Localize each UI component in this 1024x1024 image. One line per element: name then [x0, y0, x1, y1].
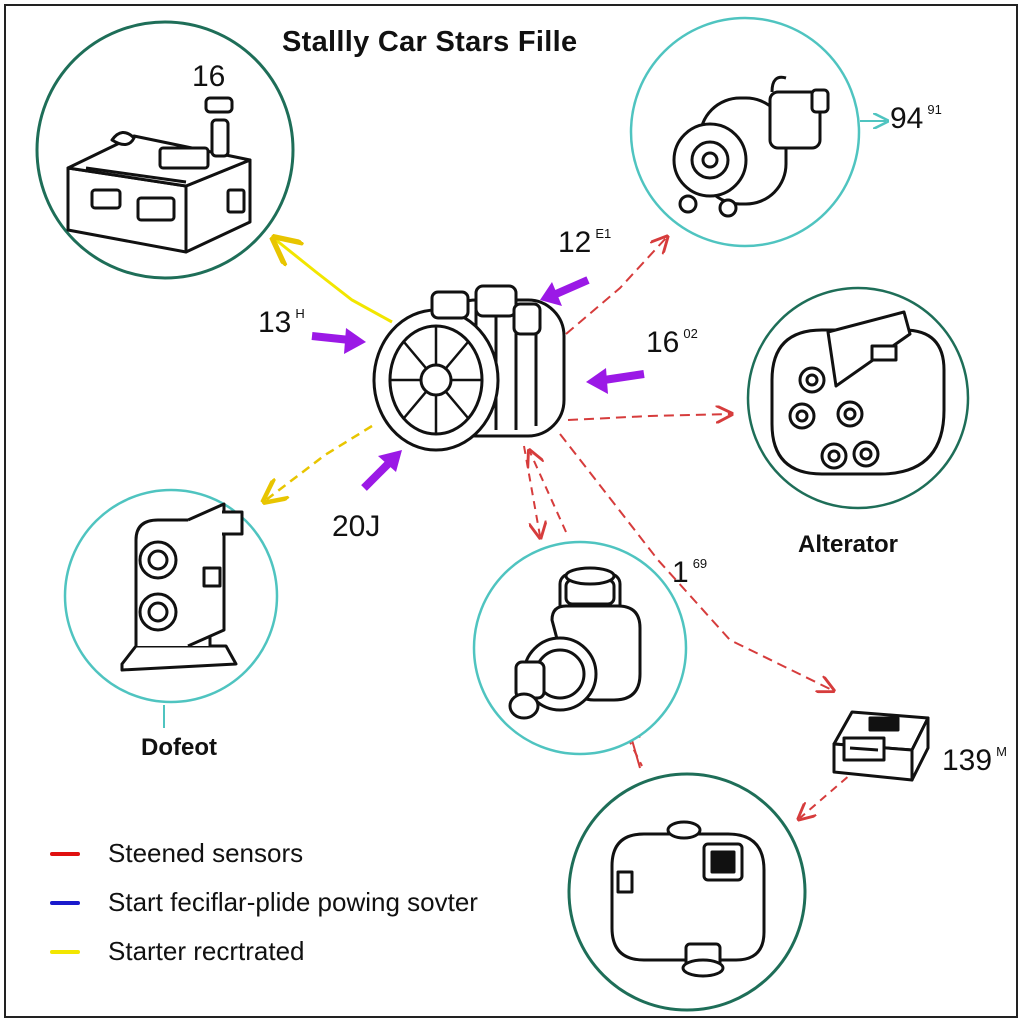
alternator-icon	[770, 310, 946, 476]
red-link-ecu	[800, 767, 859, 818]
purple-arrow-right	[586, 368, 645, 394]
alternator-label: Alterator	[798, 531, 899, 558]
red-link-pump-b	[530, 452, 567, 533]
red-link-pump-a	[523, 445, 540, 536]
diagram-title: Stallly Car Stars Fille	[282, 26, 578, 58]
yellow-link-bracket	[266, 424, 373, 500]
yellow-link-battery	[276, 240, 393, 324]
red-link-solenoid	[565, 238, 666, 335]
ecu-module-icon	[610, 820, 766, 978]
solenoid-icon	[672, 75, 830, 218]
purple-arrow-bottom	[361, 450, 402, 491]
purple-arrow-left	[311, 328, 366, 354]
diagram-frame	[4, 4, 1018, 1018]
legend-label: Start feciflar-plide powing sovter	[108, 887, 478, 917]
battery-number-label: 16	[192, 60, 226, 93]
relay-icon	[832, 710, 930, 782]
starter-motor-icon	[372, 284, 566, 452]
legend-label: Steened sensors	[108, 838, 304, 868]
legend-swatch-red	[50, 852, 80, 856]
left-part-label: Dofeot	[141, 734, 217, 761]
bottom-arrow-label: 20J	[332, 510, 381, 543]
legend-swatch-yellow	[50, 950, 80, 954]
battery-icon	[66, 96, 252, 254]
legend-swatch-blue	[50, 901, 80, 905]
purple-arrow-top	[540, 276, 590, 306]
legend-label: Starter recrtrated	[108, 936, 305, 966]
purple-arrows	[311, 276, 645, 491]
red-link-alternator	[567, 414, 730, 420]
connection-lines	[163, 121, 886, 818]
red-link-relay	[559, 433, 832, 690]
bracket-icon	[120, 502, 244, 672]
fuel-pump-icon	[508, 566, 642, 720]
